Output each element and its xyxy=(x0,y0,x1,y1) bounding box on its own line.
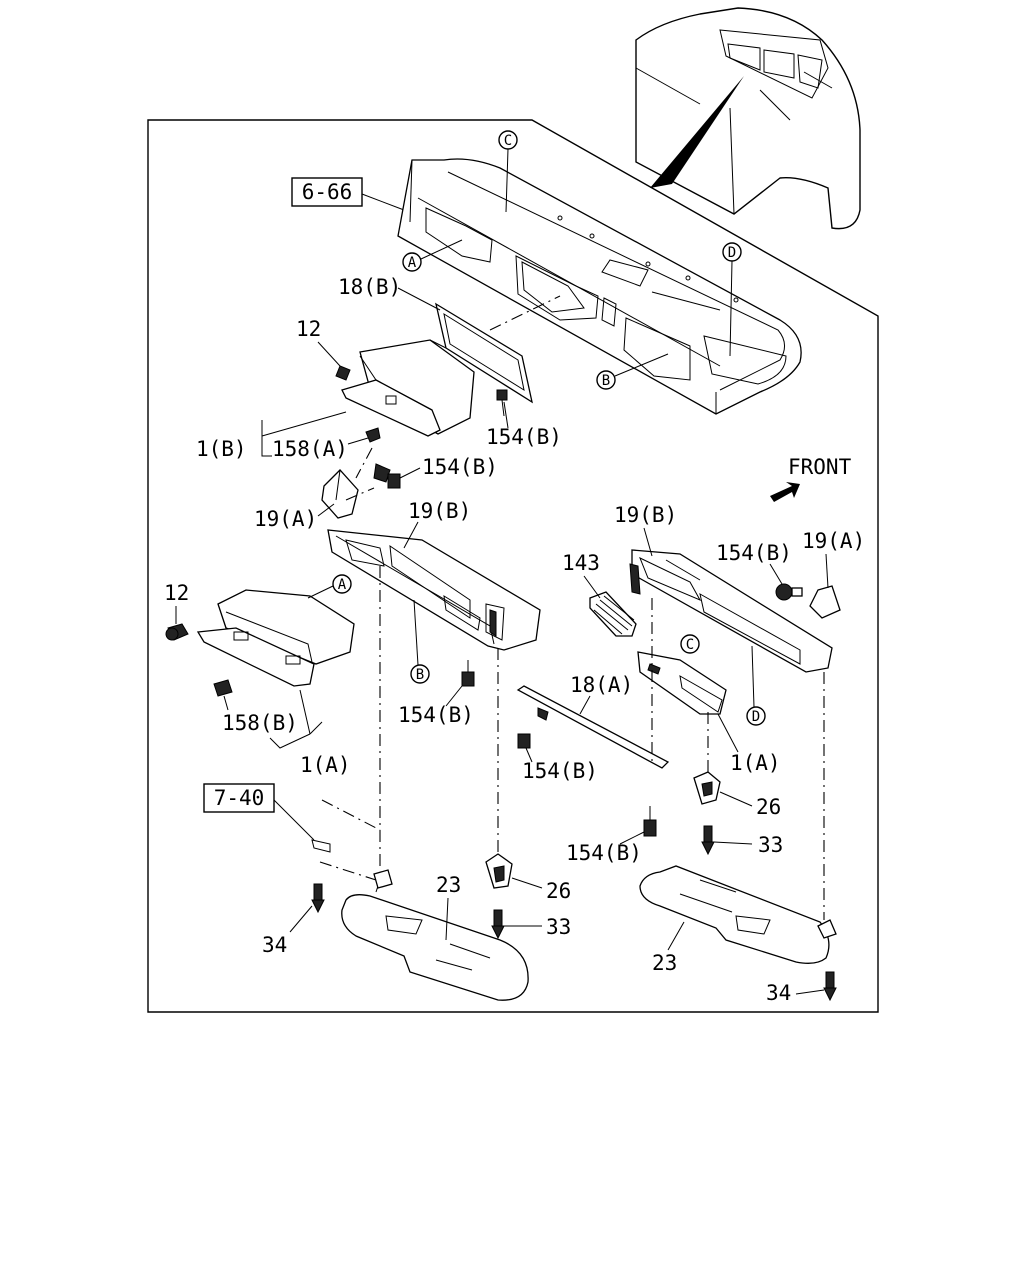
label-154b-right: 154(B) xyxy=(716,541,792,565)
screw-12-left xyxy=(165,623,189,641)
svg-text:D: D xyxy=(752,709,760,725)
bolt-154b-right xyxy=(775,583,803,601)
circle-ref-c-right: C xyxy=(680,634,700,654)
svg-text:A: A xyxy=(408,255,417,271)
circle-ref-c-top: C xyxy=(498,130,518,213)
label-19a-left: 19(A) xyxy=(254,507,317,531)
label-12-top: 12 xyxy=(296,317,321,341)
clip-mat-left xyxy=(373,869,393,889)
svg-text:B: B xyxy=(416,667,424,683)
label-23-right: 23 xyxy=(652,951,677,975)
ref-box-7-40: 7-40 xyxy=(203,783,331,853)
svg-text:A: A xyxy=(338,577,347,593)
glove-box-upper xyxy=(341,302,533,437)
front-arrow-icon xyxy=(770,482,800,502)
strip-18a xyxy=(516,685,670,769)
ref-7-40-label: 7-40 xyxy=(214,786,265,810)
clip-mat-right xyxy=(817,919,837,939)
label-23-left: 23 xyxy=(436,873,461,897)
mat-23-right xyxy=(639,865,830,964)
screw-33-right xyxy=(701,825,715,856)
ref-box-6-66: 6-66 xyxy=(291,177,405,211)
label-1a-right: 1(A) xyxy=(730,751,781,775)
svg-text:C: C xyxy=(504,133,512,149)
label-33-right: 33 xyxy=(758,833,783,857)
lower-panel-left xyxy=(327,529,541,651)
circle-ref-b-top: B xyxy=(596,353,669,390)
grille-143 xyxy=(589,591,637,637)
clip-26-left xyxy=(485,853,513,889)
clip-26-right xyxy=(693,771,721,805)
label-1a-left: 1(A) xyxy=(300,753,351,777)
mat-23-left xyxy=(341,879,529,1001)
screw-12-top xyxy=(335,365,351,381)
screw-33-left xyxy=(491,909,505,940)
label-33-left: 33 xyxy=(546,915,571,939)
label-19b-left: 19(B) xyxy=(408,499,471,523)
label-19b-right: 19(B) xyxy=(614,503,677,527)
label-158a: 158(A) xyxy=(272,437,348,461)
bracket-19a-left xyxy=(321,469,359,519)
label-18b: 18(B) xyxy=(338,275,401,299)
screw-34-left xyxy=(311,883,325,914)
label-158b: 158(B) xyxy=(222,711,298,735)
circle-ref-b-left: B xyxy=(410,599,430,684)
label-154b-2: 154(B) xyxy=(422,455,498,479)
glove-box-left xyxy=(196,589,355,687)
front-label: FRONT xyxy=(788,455,852,479)
bolt-154b-lower-mid xyxy=(517,733,531,749)
right-glove-box-1a xyxy=(637,651,727,715)
screw-34-right xyxy=(823,971,837,1002)
circle-ref-a-left: A xyxy=(307,574,352,599)
svg-text:C: C xyxy=(686,637,694,653)
circle-ref-d-top: D xyxy=(722,242,742,357)
bolt-154b-top xyxy=(496,389,508,417)
label-34-left: 34 xyxy=(262,933,287,957)
svg-text:D: D xyxy=(728,245,736,261)
label-26-right: 26 xyxy=(756,795,781,819)
label-154b-3: 154(B) xyxy=(398,703,474,727)
label-19a-right: 19(A) xyxy=(802,529,865,553)
label-154b-5: 154(B) xyxy=(566,841,642,865)
bolt-154b-mid xyxy=(373,463,401,489)
label-1b: 1(B) xyxy=(196,437,247,461)
svg-text:B: B xyxy=(602,373,610,389)
bolt-154b-lower-right xyxy=(643,806,657,837)
label-154b-1: 154(B) xyxy=(486,425,562,449)
cab-inset xyxy=(635,7,861,230)
label-12-left: 12 xyxy=(164,581,189,605)
circle-ref-d-right: D xyxy=(746,645,766,726)
circle-ref-a-top: A xyxy=(402,239,463,272)
assembly-guides xyxy=(319,487,825,920)
label-34-right: 34 xyxy=(766,981,791,1005)
clip-158b xyxy=(213,679,233,697)
label-154b-4: 154(B) xyxy=(522,759,598,783)
lower-panel-right xyxy=(629,549,833,673)
clip-158a xyxy=(365,427,381,443)
bracket-19a-right xyxy=(809,585,841,619)
label-26-left: 26 xyxy=(546,879,571,903)
instrument-panel xyxy=(397,158,802,415)
view-frame xyxy=(147,119,879,1013)
label-18a: 18(A) xyxy=(570,673,633,697)
label-143: 143 xyxy=(562,551,600,575)
bolt-154b-center xyxy=(461,660,475,687)
ref-6-66-label: 6-66 xyxy=(302,180,353,204)
part-labels: 18(B) 12 154(B) 1(B) 158(A) 154(B) 19(A)… xyxy=(164,275,865,1005)
front-indicator: FRONT xyxy=(770,455,852,502)
